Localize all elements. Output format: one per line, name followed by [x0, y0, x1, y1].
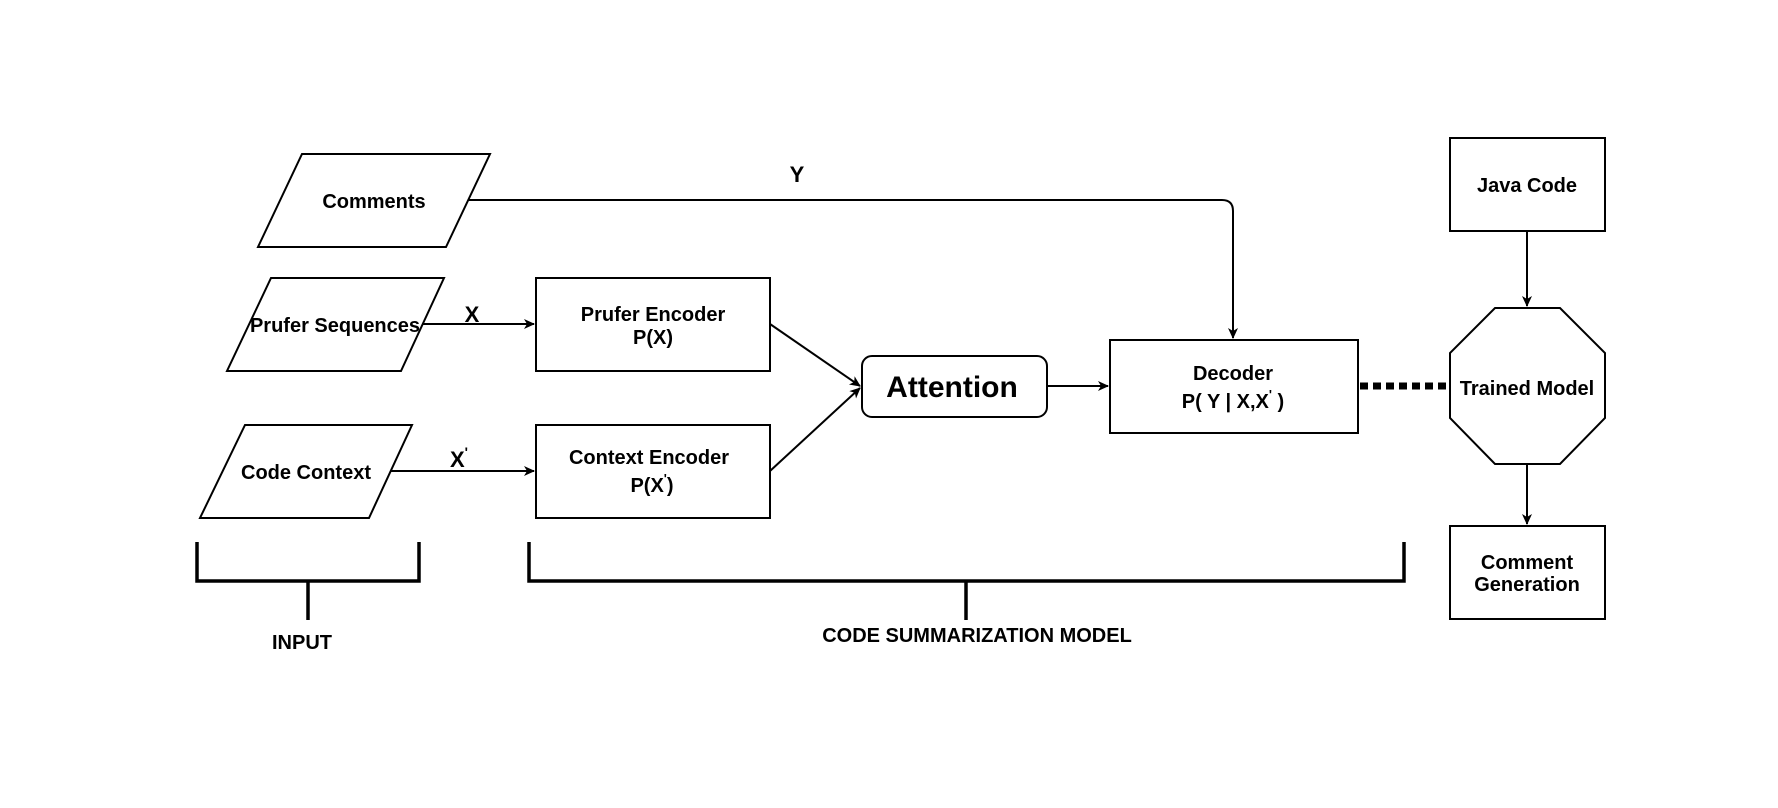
edge-label-y: Y — [790, 162, 805, 187]
attention-label: Attention — [886, 371, 1018, 404]
edge-label-x-prime-sup: ' — [465, 444, 468, 460]
context-encoder-formula: P(X') — [630, 471, 673, 497]
comment-generation-line2: Generation — [1474, 574, 1580, 596]
edge-label-x-prime-main: X — [450, 447, 465, 472]
edge-prufer-encoder-to-attention — [769, 323, 861, 387]
context-encoder-formula-end: ) — [667, 475, 674, 497]
decoder-formula-main: P( Y | X,X — [1182, 391, 1270, 413]
comment-generation-line1: Comment — [1481, 552, 1574, 574]
prufer-encoder-node: Prufer Encoder P(X) — [535, 277, 771, 372]
context-encoder-title: Context Encoder — [569, 447, 729, 469]
trained-model-label: Trained Model — [1460, 378, 1594, 400]
prufer-sequences-node: Prufer Sequences — [225, 277, 446, 372]
java-code-label: Java Code — [1477, 175, 1577, 197]
context-encoder-node: Context Encoder P(X') — [535, 424, 771, 519]
code-context-label: Code Context — [241, 462, 371, 484]
input-bracket — [195, 542, 421, 620]
attention-node: Attention — [861, 355, 1048, 418]
edge-context-encoder-to-attention — [769, 387, 861, 472]
context-encoder-formula-main: P(X — [630, 475, 664, 497]
decoder-formula-end: ) — [1272, 391, 1284, 413]
context-encoder-formula-prime: ' — [664, 471, 667, 486]
model-bracket — [527, 542, 1406, 620]
decoder-node: Decoder P( Y | X,X' ) — [1109, 339, 1359, 434]
model-group-label: CODE SUMMARIZATION MODEL — [822, 625, 1132, 647]
edge-label-x: X — [465, 302, 480, 327]
comment-generation-node: Comment Generation — [1449, 525, 1606, 620]
java-code-node: Java Code — [1449, 137, 1606, 232]
edge-label-x-prime: X' — [450, 444, 468, 472]
comments-label: Comments — [322, 191, 425, 213]
prufer-encoder-title: Prufer Encoder — [581, 304, 726, 326]
prufer-sequences-label: Prufer Sequences — [250, 315, 420, 337]
decoder-formula: P( Y | X,X' ) — [1182, 387, 1284, 413]
decoder-title: Decoder — [1193, 363, 1273, 385]
decoder-formula-prime: ' — [1269, 387, 1272, 402]
prufer-encoder-formula: P(X) — [633, 327, 673, 349]
comments-node: Comments — [256, 153, 492, 248]
code-context-node: Code Context — [198, 424, 414, 519]
trained-model-node: Trained Model — [1449, 307, 1606, 465]
edge-comments-to-decoder — [468, 199, 1238, 339]
input-group-label: INPUT — [272, 632, 332, 654]
